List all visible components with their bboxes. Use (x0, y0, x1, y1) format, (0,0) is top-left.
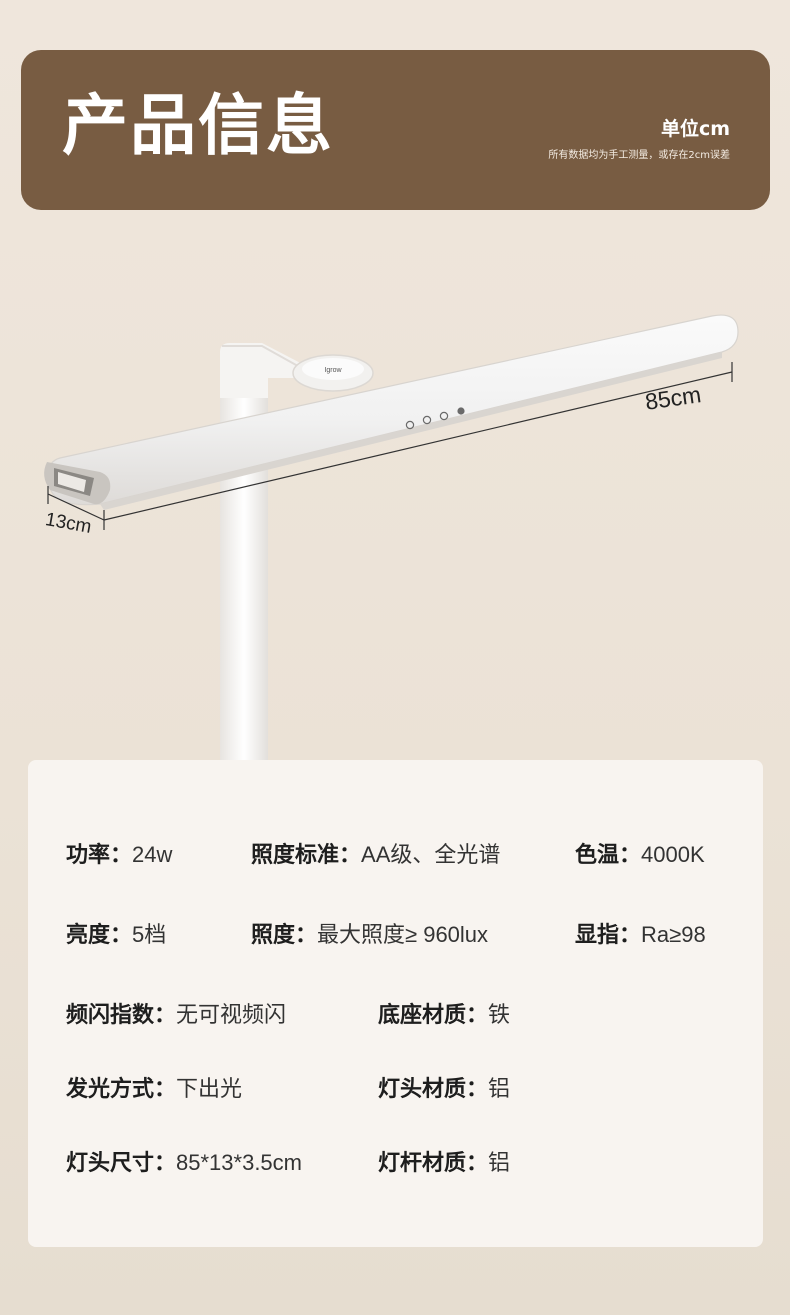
brightness-icon (457, 407, 465, 415)
lamp-joint: Igrow (292, 354, 374, 392)
minus-icon (439, 411, 449, 421)
brand-mark: Igrow (324, 367, 342, 374)
measurement-note: 所有数据均为手工测量，或存在2cm误差 (548, 150, 730, 161)
spec-brightness: 亮度：5档 (66, 922, 167, 948)
dimension-lines (47, 362, 733, 530)
spec-pole-material: 灯杆材质：铝 (378, 1150, 511, 1176)
spec-base-material: 底座材质：铁 (378, 1002, 511, 1028)
info-header: 产品信息 单位cm 所有数据均为手工测量，或存在2cm误差 (21, 50, 770, 210)
unit-label: 单位cm (660, 118, 730, 140)
spec-flicker: 频闪指数：无可视频闪 (66, 1002, 287, 1028)
spec-standard: 照度标准：AA级、全光谱 (251, 842, 501, 868)
page-title: 产品信息 (62, 87, 334, 164)
spec-illuminance: 照度：最大照度≥ 960lux (251, 922, 489, 948)
mode-icon (422, 415, 432, 425)
specs-card: 功率：24w 照度标准：AA级、全光谱 色温：4000K 亮度：5档 照度：最大… (28, 760, 763, 1247)
spec-cri: 显指：Ra≥98 (575, 922, 706, 948)
power-icon (405, 420, 415, 430)
spec-head-material: 灯头材质：铝 (378, 1076, 511, 1102)
spec-color-temp: 色温：4000K (575, 842, 705, 868)
lamp-illustration: Igrow (44, 314, 739, 765)
spec-power: 功率：24w (66, 842, 173, 868)
lamp-head (44, 314, 739, 510)
spec-head-size: 灯头尺寸：85*13*3.5cm (66, 1150, 302, 1176)
spec-light-mode: 发光方式：下出光 (66, 1076, 243, 1102)
